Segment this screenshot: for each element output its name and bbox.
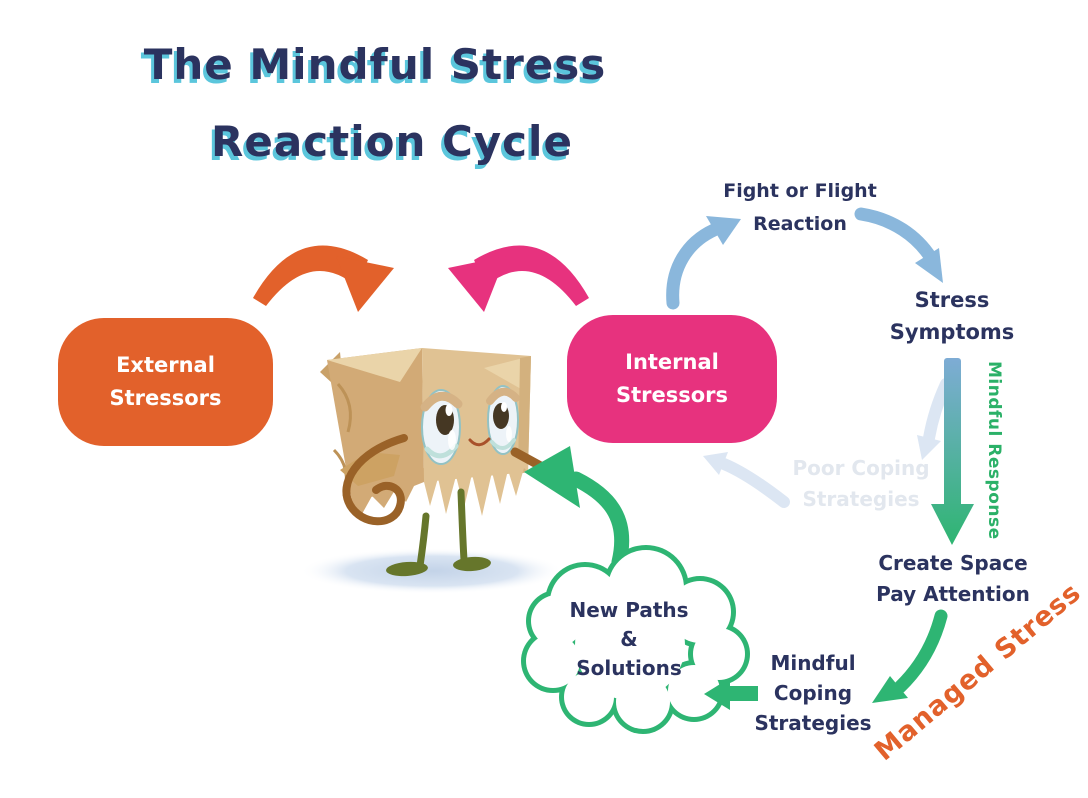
faded-arrow-down-icon [917,378,952,460]
coping-line2: Coping [773,681,853,705]
page-title-line2: Reaction Cycle [211,117,573,166]
internal-stressors-line2: Stressors [615,383,729,407]
fight-or-flight-label: Fight or Flight Reaction [723,175,877,241]
stress-line2: Symptoms [889,320,1015,344]
poor-line2: Strategies [802,487,920,511]
external-stressors-line2: Stressors [109,386,222,410]
green-arrow-left-icon [704,678,758,710]
cloud-line1: New Paths [569,598,689,622]
poor-line1: Poor Coping [792,456,930,480]
character-shadow [300,548,564,594]
coping-line1: Mindful [770,651,856,675]
page-title-line1: The Mindful Stress [143,40,607,89]
create-line1: Create Space [878,551,1028,575]
green-arrow-down-left-icon [872,609,948,703]
faded-arrow-left-icon [703,452,790,508]
fight-line2: Reaction [753,213,847,235]
external-stressors-line1: External [116,353,215,377]
stress-line1: Stress [914,288,990,312]
mindful-response-label: Mindful Response [984,361,1004,540]
green-arrow-to-character-icon [524,446,630,570]
coping-line3: Strategies [754,711,872,735]
gradient-down-arrow-icon [931,358,974,545]
character-smile [468,437,491,447]
create-space-label: Create Space Pay Attention [876,548,1030,610]
blue-arrow-up-icon [666,216,741,310]
cloud-label: New Paths & Solutions [569,596,688,683]
stress-symptoms-label: Stress Symptoms [890,284,1015,348]
blue-arrow-down-icon [854,207,943,283]
thought-cloud-icon [521,545,750,734]
pink-curved-arrow-icon [448,245,589,312]
external-stressors-box: External Stressors [58,318,273,446]
poor-coping-label: Poor Coping Strategies [792,453,929,515]
cloud-line3: Solutions [576,656,682,680]
paper-bag-character-icon [320,348,551,577]
internal-stressors-box: Internal Stressors [567,315,777,443]
create-line2: Pay Attention [876,582,1030,606]
internal-stressors-line1: Internal [625,350,719,374]
fight-line1: Fight or Flight [723,180,877,202]
mindful-coping-label: Mindful Coping Strategies [754,648,871,738]
orange-curved-arrow-icon [253,245,394,312]
cloud-line2: & [620,627,638,651]
character-eyes [420,385,520,465]
